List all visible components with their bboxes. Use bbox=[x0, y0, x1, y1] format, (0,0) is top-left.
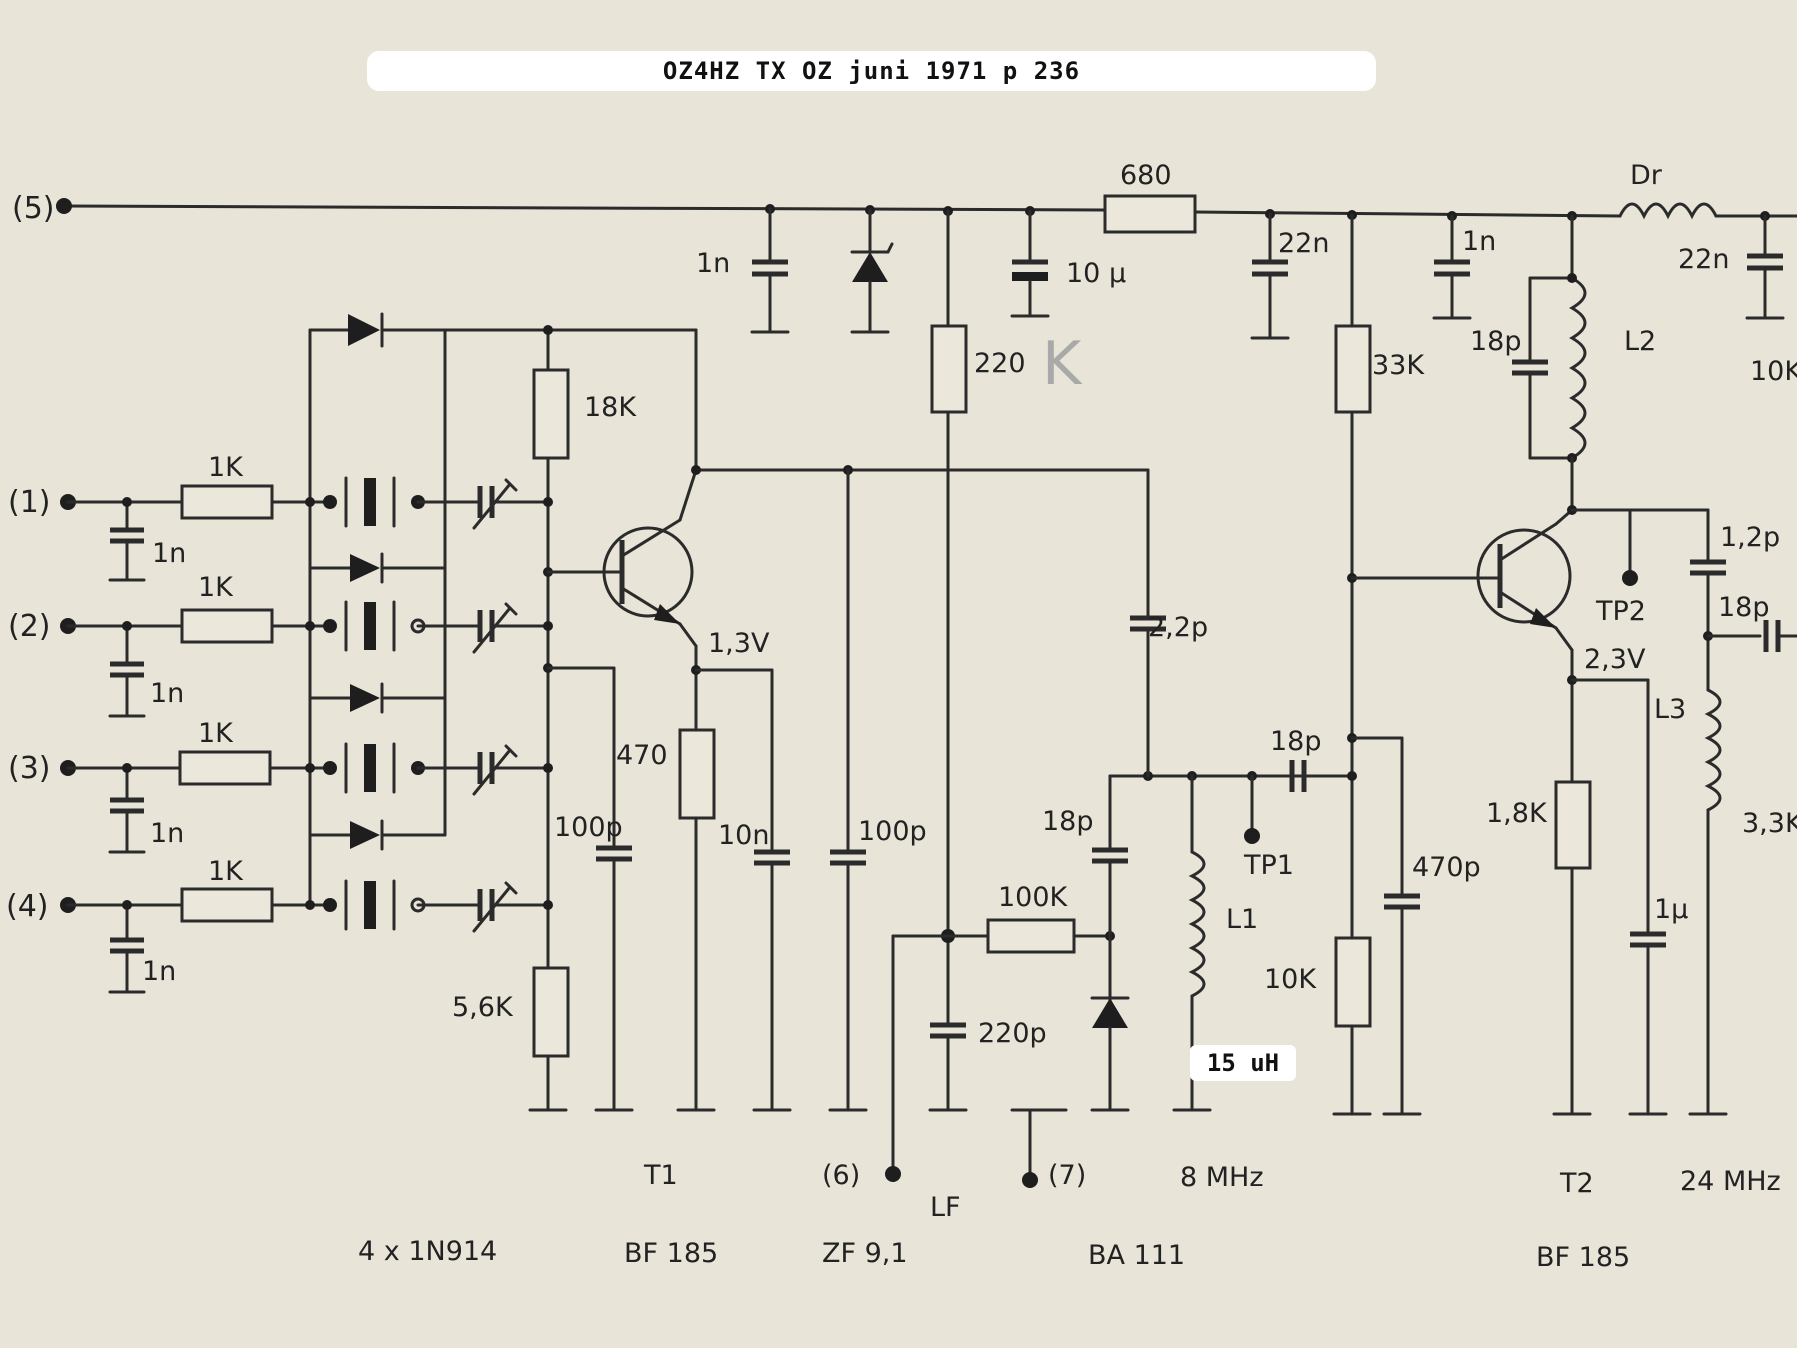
crystal-3 bbox=[323, 742, 425, 794]
modulator bbox=[885, 209, 1354, 1188]
title-banner: OZ4HZ TX OZ juni 1971 p 236 bbox=[367, 51, 1376, 91]
label-terminal-7: (7) bbox=[1048, 1160, 1086, 1191]
oscillator-t1 bbox=[528, 325, 1150, 1112]
resistor-18k bbox=[532, 368, 570, 460]
inductor-value-note: 15 uH bbox=[1190, 1045, 1296, 1081]
label-2-2p: 2,2p bbox=[1148, 612, 1208, 643]
label-22n-mid: 22n bbox=[1278, 228, 1329, 259]
label-18p-right: 18p bbox=[1718, 592, 1770, 623]
resistor-33k bbox=[1334, 324, 1372, 414]
trimmer-caps bbox=[472, 478, 518, 933]
label-1n-row2: 1n bbox=[150, 678, 184, 709]
resistor-100k bbox=[986, 918, 1076, 954]
label-terminal-3: (3) bbox=[8, 751, 51, 786]
label-t2: T2 bbox=[1559, 1168, 1594, 1199]
label-18p-l2: 18p bbox=[1470, 326, 1522, 357]
label-18p-var: 18p bbox=[1042, 806, 1094, 837]
resistor-220 bbox=[930, 324, 968, 414]
label-terminal-6: (6) bbox=[822, 1160, 860, 1191]
label-33k: 33K bbox=[1372, 350, 1425, 381]
label-10u: 10 µ bbox=[1066, 258, 1126, 289]
label-l1: L1 bbox=[1226, 904, 1258, 935]
crystal-1 bbox=[323, 476, 425, 528]
top-rail bbox=[56, 194, 1797, 234]
transistor-t2 bbox=[1476, 528, 1572, 624]
label-bf185-t2: BF 185 bbox=[1536, 1242, 1630, 1273]
label-diodes: 4 x 1N914 bbox=[358, 1236, 497, 1267]
label-18k: 18K bbox=[584, 392, 637, 423]
label-220: 220 bbox=[974, 348, 1026, 379]
label-tp1: TP1 bbox=[1243, 850, 1294, 881]
crystal-4 bbox=[323, 879, 426, 931]
label-terminal-4: (4) bbox=[6, 889, 49, 924]
crystal-2 bbox=[323, 600, 426, 652]
label-zf: ZF 9,1 bbox=[822, 1238, 908, 1269]
label-1k-row2: 1K bbox=[198, 572, 234, 603]
label-1u: 1µ bbox=[1654, 894, 1688, 925]
label-terminal-5: (5) bbox=[12, 191, 55, 226]
resistor-680 bbox=[1103, 194, 1197, 234]
label-1n-row4: 1n bbox=[142, 956, 176, 987]
label-tp2: TP2 bbox=[1595, 596, 1646, 627]
label-18p-mid: 18p bbox=[1270, 726, 1322, 757]
label-2-3v: 2,3V bbox=[1584, 644, 1646, 675]
label-100p-left: 100p bbox=[554, 812, 623, 843]
resistor-5-6k bbox=[532, 966, 570, 1058]
label-22n-right: 22n bbox=[1678, 244, 1729, 275]
label-1n-rail: 1n bbox=[696, 248, 730, 279]
label-1k-row4: 1K bbox=[208, 856, 244, 887]
label-100p-mid: 100p bbox=[858, 816, 927, 847]
label-terminal-1: (1) bbox=[8, 485, 51, 520]
label-10k-mid: 10K bbox=[1264, 964, 1317, 995]
label-1n-row1: 1n bbox=[152, 538, 186, 569]
coil-l3 bbox=[1704, 688, 1722, 812]
label-l2: L2 bbox=[1624, 326, 1656, 357]
terminal-5-dot bbox=[56, 198, 72, 214]
label-lf: LF bbox=[930, 1192, 961, 1223]
choke-dr bbox=[1618, 202, 1718, 220]
label-1k-row3: 1K bbox=[198, 718, 234, 749]
coil-l1 bbox=[1188, 850, 1206, 998]
label-bf185-t1: BF 185 bbox=[624, 1238, 718, 1269]
transistor-t1 bbox=[602, 526, 694, 618]
label-220p: 220p bbox=[978, 1018, 1047, 1049]
label-l3: L3 bbox=[1654, 694, 1686, 725]
label-1k-row1: 1K bbox=[208, 452, 244, 483]
label-terminal-2: (2) bbox=[8, 609, 51, 644]
label-10n: 10n bbox=[718, 820, 769, 851]
resistor-1-8k bbox=[1554, 780, 1592, 870]
label-3-3k: 3,3K bbox=[1742, 808, 1797, 839]
resistor-10k bbox=[1334, 936, 1372, 1028]
label-24mhz: 24 MHz bbox=[1680, 1166, 1781, 1197]
label-1n-right: 1n bbox=[1462, 226, 1496, 257]
label-1n-row3: 1n bbox=[150, 818, 184, 849]
label-10k-right: 10K bbox=[1750, 356, 1797, 387]
label-1-3v: 1,3V bbox=[708, 628, 770, 659]
terminal-6-dot bbox=[885, 1166, 901, 1182]
labels: (5) (1) (2) (3) (4) (6) (7) 1K 1K 1K 1K … bbox=[6, 160, 1797, 1273]
label-100k: 100K bbox=[998, 882, 1069, 913]
resistor-470 bbox=[678, 728, 716, 820]
label-8mhz: 8 MHz bbox=[1180, 1162, 1264, 1193]
label-dr: Dr bbox=[1630, 160, 1663, 191]
label-1-2p: 1,2p bbox=[1720, 522, 1780, 553]
label-470p: 470p bbox=[1412, 852, 1481, 883]
crystal-rows bbox=[60, 312, 698, 994]
terminal-7-dot bbox=[1022, 1172, 1038, 1188]
coil-l2 bbox=[1569, 276, 1587, 460]
label-5-6k: 5,6K bbox=[452, 992, 514, 1023]
pencil-mark: K bbox=[1042, 329, 1083, 399]
tripler-t2 bbox=[1332, 213, 1797, 1116]
rail-capacitors bbox=[750, 207, 1785, 340]
label-470: 470 bbox=[616, 740, 668, 771]
label-ba111: BA 111 bbox=[1088, 1240, 1185, 1271]
label-1-8k: 1,8K bbox=[1486, 798, 1548, 829]
label-t1: T1 bbox=[643, 1160, 678, 1191]
label-680: 680 bbox=[1120, 160, 1172, 191]
